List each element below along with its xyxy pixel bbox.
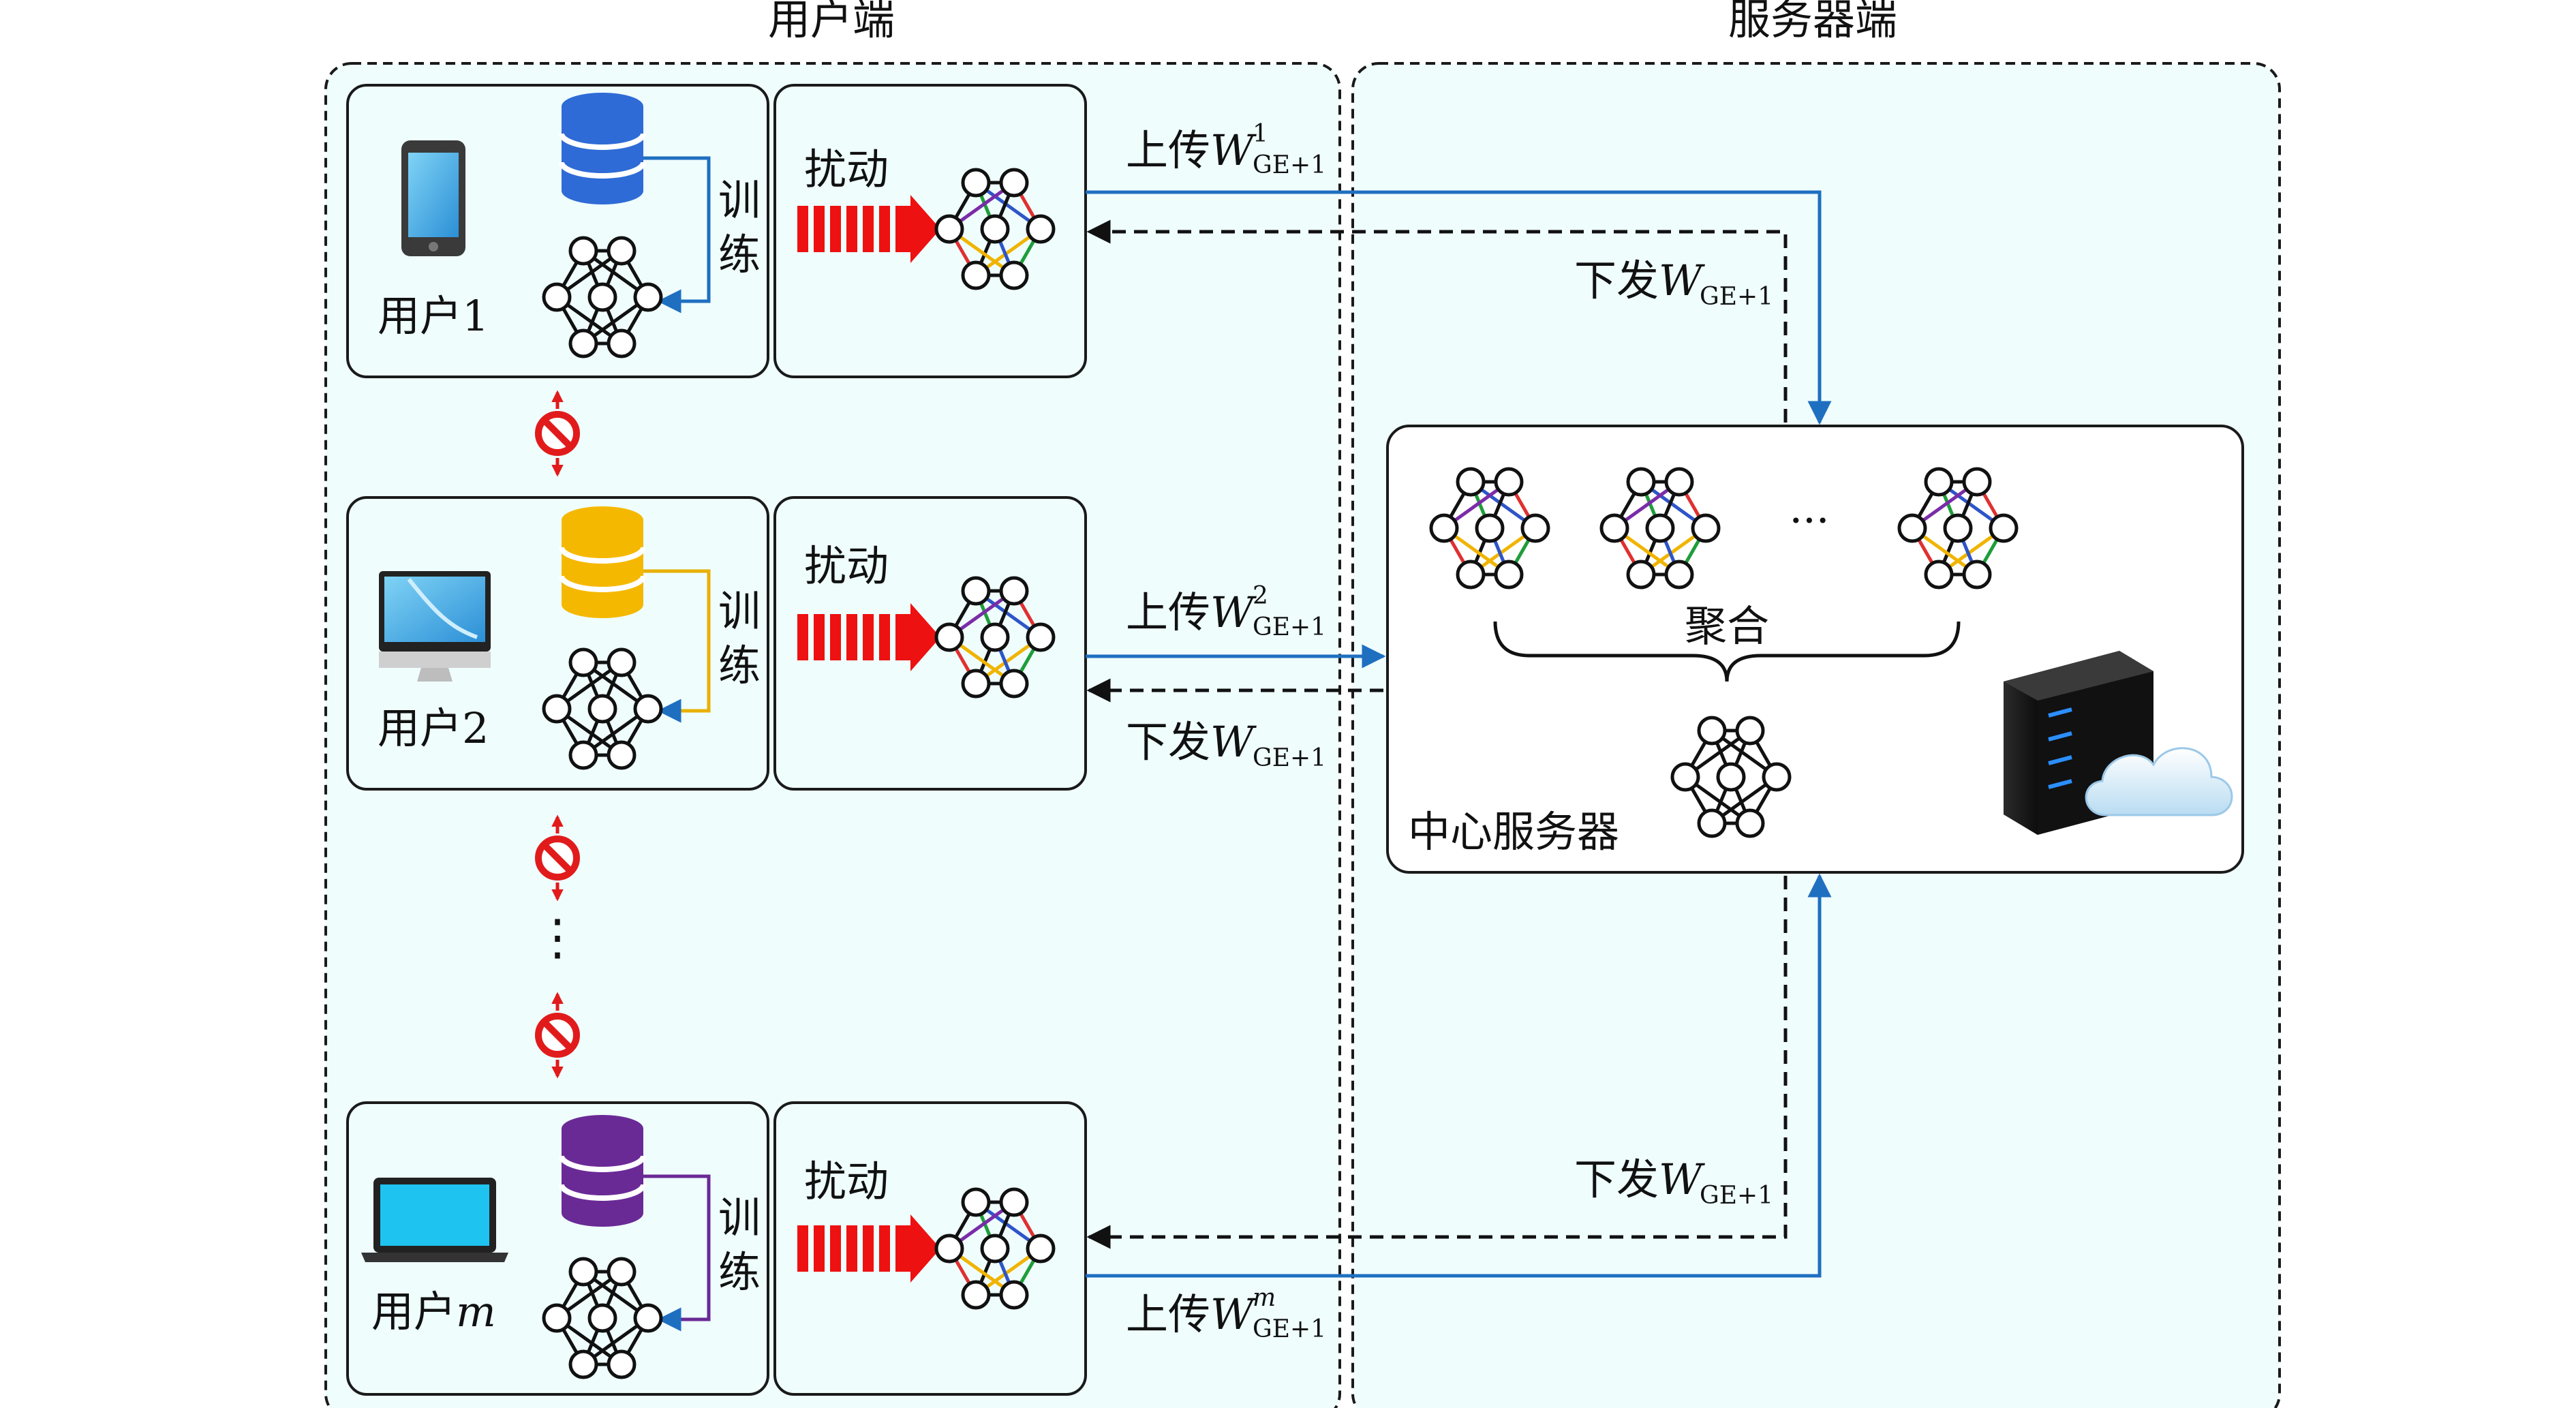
- weight-subscript: GE+1: [1700, 1182, 1773, 1210]
- models-ellipsis: ···: [1789, 495, 1829, 545]
- download-label-1: 下发W: [1574, 256, 1705, 305]
- download-label-prefix: 下发: [1574, 1154, 1659, 1204]
- weight-symbol: W: [1210, 125, 1257, 175]
- perturb-label: 扰动: [804, 144, 889, 194]
- user-m-label: 用户m: [371, 1287, 496, 1336]
- weight-symbol: W: [1210, 717, 1257, 767]
- user-1-row: 训 练 用户1 扰动: [346, 84, 1087, 378]
- central-server-label: 中心服务器: [1408, 807, 1619, 857]
- upload-superscript-2: 2: [1253, 582, 1268, 610]
- user-m-row: 训 练 用户m 扰动: [346, 1101, 1087, 1396]
- train-label-2: 练: [718, 1247, 761, 1297]
- upload-label-m: 上传W: [1126, 1289, 1257, 1339]
- phone-icon: [401, 140, 465, 256]
- upload-label-prefix: 上传: [1126, 125, 1210, 175]
- train-label-1: 训: [718, 1193, 761, 1242]
- aggregate-label: 聚合: [1685, 601, 1769, 651]
- database-icon: [562, 506, 643, 618]
- weight-subscript: GE+1: [1253, 744, 1326, 772]
- central-server: ··· 聚合 中心服务器: [1386, 425, 2244, 874]
- train-label-1: 训: [718, 175, 761, 225]
- imac-icon: [379, 571, 491, 682]
- upload-label-2: 上传W: [1126, 587, 1257, 637]
- weight-symbol: W: [1210, 1289, 1257, 1339]
- upload-arrow-m: [1086, 873, 1832, 1278]
- user-2-row: 训 练 用户2 扰动: [346, 496, 1087, 791]
- train-label-1: 训: [718, 586, 761, 636]
- download-label-2: 下发W: [1126, 717, 1257, 767]
- user-m-label-prefix: 用户: [371, 1287, 456, 1336]
- upload-superscript-m: m: [1253, 1284, 1276, 1312]
- perturb-label: 扰动: [804, 541, 889, 591]
- server-side-title: 服务器端: [1728, 0, 1897, 44]
- upload-arrow-1: [1086, 190, 1832, 425]
- cloud-icon: [2085, 747, 2233, 816]
- train-arrow: [643, 156, 711, 313]
- download-arrow-m: [1086, 876, 1788, 1249]
- user-m-label-var: m: [456, 1287, 496, 1336]
- database-icon: [562, 1115, 643, 1227]
- upload-label-prefix: 上传: [1126, 1289, 1210, 1339]
- train-arrow: [643, 569, 711, 723]
- weight-subscript: GE+1: [1700, 283, 1773, 311]
- upload-label-1: 上传W: [1126, 125, 1257, 175]
- weight-symbol: W: [1659, 256, 1705, 305]
- download-arrow-1: [1086, 219, 1788, 423]
- user-2-label: 用户2: [378, 703, 489, 753]
- upload-label-prefix: 上传: [1126, 587, 1210, 637]
- aggregate-brace: [1493, 621, 1961, 682]
- download-label-prefix: 下发: [1126, 717, 1210, 767]
- client-side-title: 用户端: [768, 0, 895, 44]
- upload-superscript-1: 1: [1253, 120, 1268, 148]
- weight-subscript: GE+1: [1253, 151, 1326, 179]
- user-1-label: 用户1: [378, 291, 489, 341]
- laptop-icon: [361, 1178, 508, 1262]
- weight-symbol: W: [1659, 1154, 1705, 1204]
- database-icon: [562, 93, 643, 204]
- weight-symbol: W: [1210, 587, 1257, 637]
- perturb-label: 扰动: [804, 1157, 889, 1206]
- download-label-prefix: 下发: [1574, 256, 1659, 305]
- train-arrow: [643, 1174, 711, 1332]
- weight-subscript: GE+1: [1253, 1315, 1326, 1343]
- train-label-2: 练: [718, 230, 761, 279]
- download-label-m: 下发W: [1574, 1154, 1705, 1204]
- train-label-2: 练: [718, 641, 761, 690]
- users-ellipsis: ⋮: [533, 908, 582, 966]
- weight-subscript: GE+1: [1253, 613, 1326, 641]
